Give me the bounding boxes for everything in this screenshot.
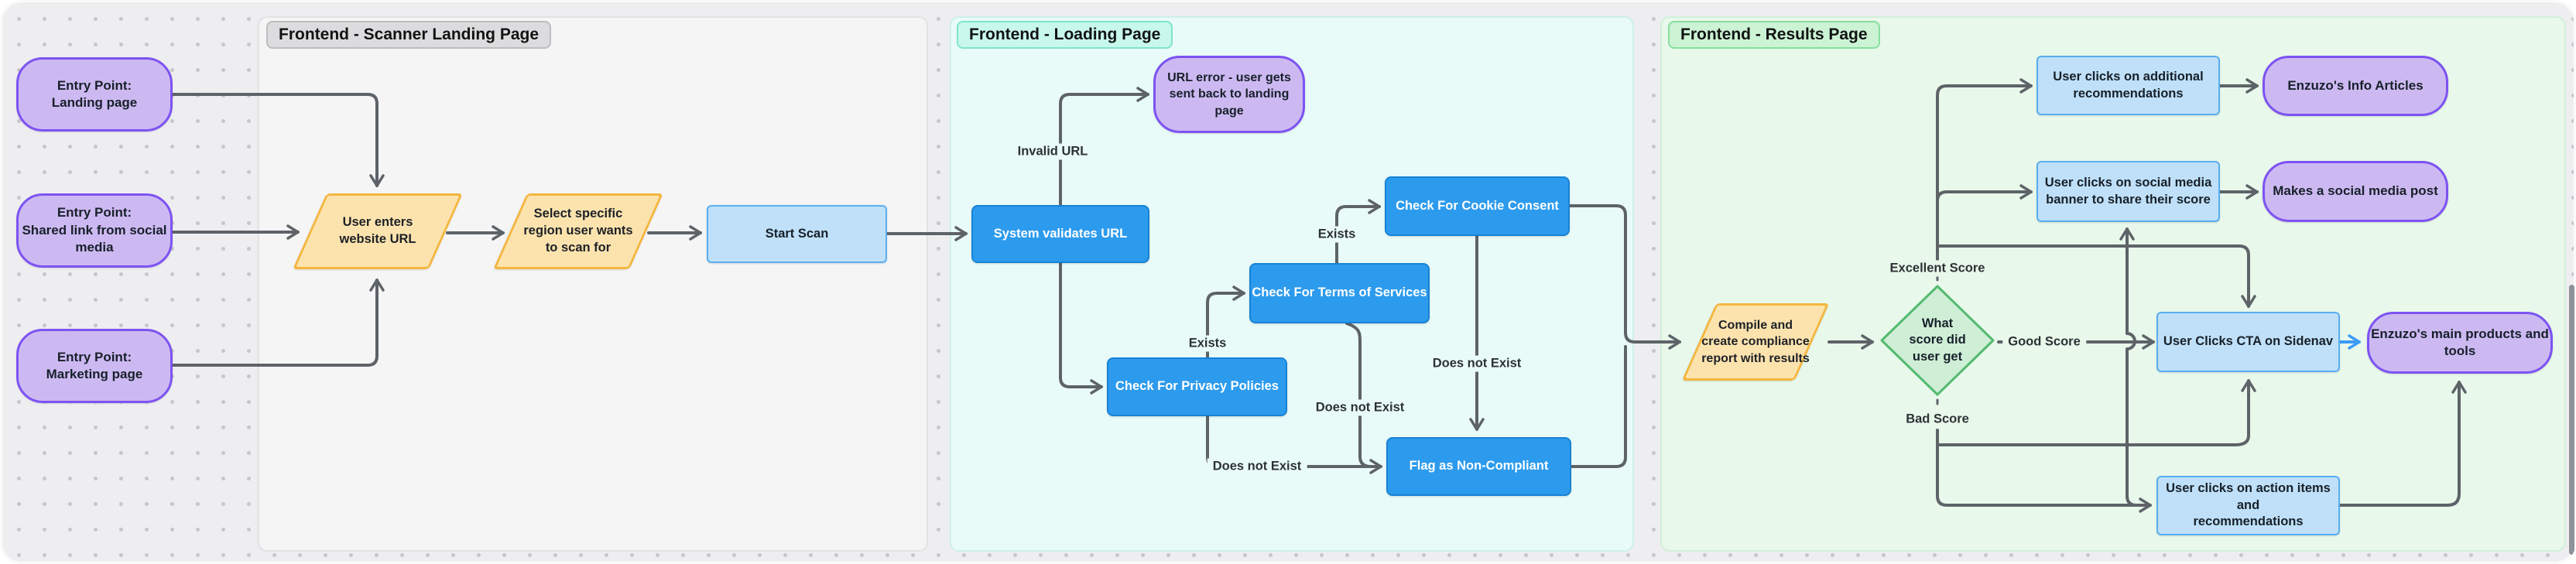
node-check-cookie[interactable]: Check For Cookie Consent — [1385, 176, 1570, 236]
edge-label-invalid-url[interactable]: Invalid URL — [1012, 143, 1094, 160]
node-score-decision[interactable]: What score did user get — [1879, 284, 1995, 397]
node-action-items-label: User clicks on action items and recommen… — [2166, 480, 2331, 529]
node-start-scan-label: Start Scan — [765, 226, 829, 241]
node-additional-recommendations-label: User clicks on additional recommendation… — [2053, 69, 2204, 101]
node-entry-marketing[interactable]: Entry Point: Marketing page — [16, 329, 173, 403]
node-cta-sidenav-label: User Clicks CTA on Sidenav — [2163, 334, 2334, 349]
section-title-scanner[interactable]: Frontend - Scanner Landing Page — [266, 21, 552, 49]
section-title-results[interactable]: Frontend - Results Page — [1668, 21, 1880, 49]
node-compile-report-label: Compile and create compliance report wit… — [1701, 319, 1810, 365]
node-check-terms[interactable]: Check For Terms of Services — [1249, 263, 1430, 323]
node-action-items[interactable]: User clicks on action items and recommen… — [2156, 476, 2340, 535]
edge-label-exists-privacy[interactable]: Exists — [1183, 335, 1232, 352]
edge-label-exists-terms[interactable]: Exists — [1312, 226, 1362, 243]
node-entry-landing[interactable]: Entry Point: Landing page — [16, 57, 173, 132]
node-info-articles-label: Enzuzo's Info Articles — [2287, 77, 2424, 93]
node-select-region[interactable]: Select specific region user wants to sca… — [493, 193, 663, 269]
node-compile-report[interactable]: Compile and create compliance report wit… — [1681, 303, 1830, 381]
node-start-scan[interactable]: Start Scan — [707, 205, 887, 263]
node-validate-url-label: System validates URL — [993, 226, 1128, 241]
edge-label-excellent-score[interactable]: Excellent Score — [1884, 260, 1991, 277]
node-enter-url-label: User enters website URL — [339, 215, 416, 246]
edge-label-bad-score[interactable]: Bad Score — [1900, 411, 1975, 428]
diamond-shape — [1880, 285, 1995, 396]
node-url-error[interactable]: URL error - user gets sent back to landi… — [1153, 56, 1305, 133]
node-additional-recommendations[interactable]: User clicks on additional recommendation… — [2036, 56, 2220, 115]
node-flag-noncompliant[interactable]: Flag as Non-Compliant — [1386, 437, 1571, 496]
node-info-articles[interactable]: Enzuzo's Info Articles — [2263, 56, 2448, 116]
node-url-error-label: URL error - user gets sent back to landi… — [1167, 71, 1291, 118]
node-validate-url[interactable]: System validates URL — [971, 205, 1149, 263]
node-check-privacy[interactable]: Check For Privacy Policies — [1107, 357, 1287, 416]
node-social-post[interactable]: Makes a social media post — [2263, 161, 2448, 222]
section-title-loading[interactable]: Frontend - Loading Page — [957, 21, 1173, 49]
node-social-banner-label: User clicks on social media banner to sh… — [2044, 175, 2212, 207]
edge-label-dne-cookie[interactable]: Does not Exist — [1427, 355, 1527, 372]
node-main-products-label: Enzuzo's main products and tools — [2371, 326, 2549, 358]
edge-label-good-score[interactable]: Good Score — [2002, 333, 2086, 350]
node-check-cookie-label: Check For Cookie Consent — [1396, 198, 1559, 213]
section-scanner-landing-page[interactable] — [258, 16, 928, 552]
node-check-terms-label: Check For Terms of Services — [1252, 285, 1427, 300]
node-select-region-label: Select specific region user wants to sca… — [523, 207, 633, 255]
node-entry-marketing-label: Entry Point: Marketing page — [46, 349, 143, 381]
node-flag-noncompliant-label: Flag as Non-Compliant — [1409, 459, 1549, 473]
node-cta-sidenav[interactable]: User Clicks CTA on Sidenav — [2156, 312, 2340, 372]
vertical-scrollbar-thumb[interactable] — [2569, 285, 2574, 555]
node-social-post-label: Makes a social media post — [2273, 183, 2438, 199]
node-entry-social-label: Entry Point: Shared link from social med… — [22, 205, 167, 255]
node-enter-url[interactable]: User enters website URL — [293, 193, 463, 269]
node-score-decision-label: What score did user get — [1909, 316, 1966, 364]
node-entry-social[interactable]: Entry Point: Shared link from social med… — [16, 193, 173, 268]
node-social-banner[interactable]: User clicks on social media banner to sh… — [2036, 161, 2220, 222]
edge-label-dne-terms[interactable]: Does not Exist — [1310, 399, 1410, 416]
edge-label-dne-privacy[interactable]: Does not Exist — [1207, 458, 1307, 475]
node-check-privacy-label: Check For Privacy Policies — [1115, 379, 1279, 394]
node-entry-landing-label: Entry Point: Landing page — [51, 77, 138, 110]
node-main-products[interactable]: Enzuzo's main products and tools — [2367, 312, 2553, 374]
